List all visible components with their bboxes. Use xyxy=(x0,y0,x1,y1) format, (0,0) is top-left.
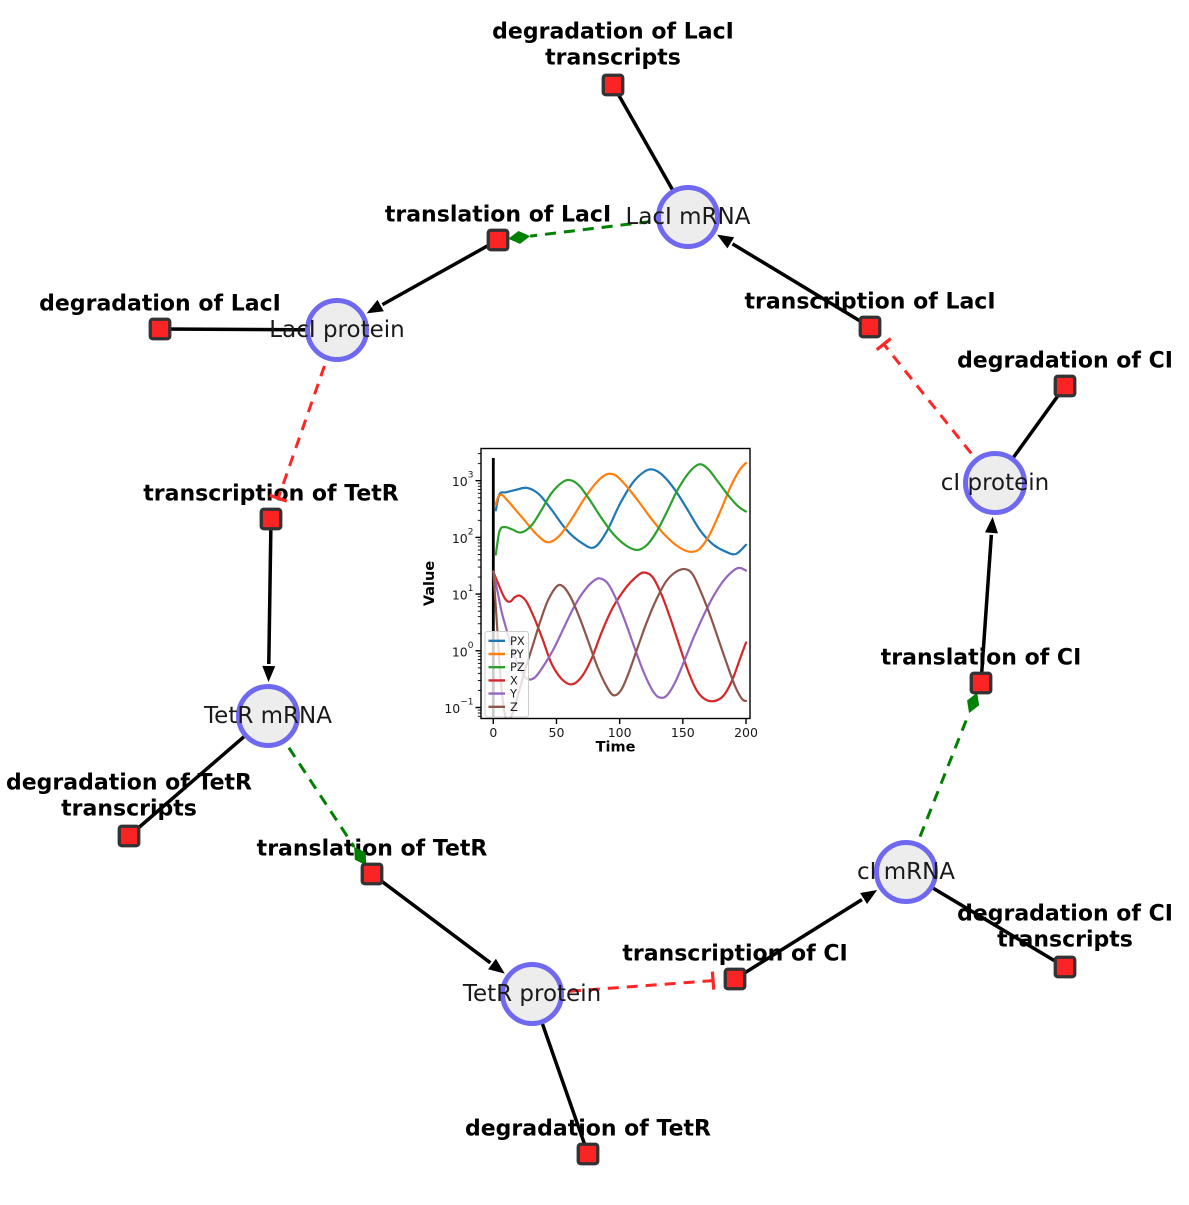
reaction-label-transcription_laci: transcription of LacI xyxy=(744,290,995,315)
chart-xlabel: Time xyxy=(596,740,636,756)
chart-curve-PX xyxy=(494,468,748,556)
chart-curve-X xyxy=(492,570,748,703)
edge-translation_laci-laci_protein-arrowhead xyxy=(366,299,384,314)
reaction-label-transcription_tetr: transcription of TetR xyxy=(143,482,399,507)
reaction-node-deg_tetr xyxy=(576,1142,600,1166)
chart-y-ticklabel: 101 xyxy=(452,584,474,602)
chart-ylabel: Value xyxy=(422,561,438,607)
edge-transcription_ci-ci_mrna-arrowhead xyxy=(860,890,878,905)
legend-label-PZ: PZ xyxy=(510,660,525,674)
edge-ci_mrna-translation_ci-diamond xyxy=(967,692,980,714)
reaction-label-transcription_ci: transcription of CI xyxy=(622,942,847,967)
species-node-ci_mrna xyxy=(874,840,938,904)
chart-x-ticklabel: 200 xyxy=(734,725,758,740)
chart-x-ticklabel: 50 xyxy=(549,725,565,740)
edge-transcription_laci-laci_mrna xyxy=(731,242,871,329)
chart-y-ticklabel: 10−1 xyxy=(444,698,473,716)
edge-laci_mrna-translation_laci-diamond xyxy=(508,230,531,244)
reaction-node-deg_tetr_tx xyxy=(117,824,141,848)
species-label-ci_mrna: cI mRNA xyxy=(857,859,955,885)
reaction-node-deg_ci xyxy=(1053,374,1077,398)
edge-transcription_ci-ci_mrna xyxy=(734,898,863,981)
legend-label-PX: PX xyxy=(510,634,525,648)
chart-axes-box xyxy=(480,447,751,720)
reaction-node-deg_laci_tx xyxy=(601,73,625,97)
legend-label-Z: Z xyxy=(510,700,518,714)
reaction-label-deg_tetr: degradation of TetR xyxy=(465,1117,711,1142)
chart-curve-Z xyxy=(492,567,748,719)
chart-y-ticklabel: 100 xyxy=(452,641,474,659)
edge-tetr_protein-transcription_ci-tee xyxy=(710,971,716,990)
edge-ci_protein-transcription_laci-tee xyxy=(875,337,892,352)
edge-translation_tetr-tetr_protein-arrowhead xyxy=(488,958,505,974)
reaction-label-translation_tetr: translation of TetR xyxy=(257,837,488,862)
reaction-label-translation_laci: translation of LacI xyxy=(385,203,611,228)
reaction-node-translation_laci xyxy=(486,228,510,252)
reaction-node-translation_tetr xyxy=(360,862,384,886)
edge-laci_protein-transcription_tetr-tee xyxy=(269,493,288,503)
edge-transcription_tetr-tetr_mrna xyxy=(267,518,273,665)
species-label-ci_protein: cI protein xyxy=(941,470,1050,496)
reaction-label-deg_ci: degradation of CI xyxy=(957,349,1173,374)
chart-x-ticklabel: 100 xyxy=(608,725,632,740)
chart-series xyxy=(492,461,748,719)
reaction-label-deg_laci: degradation of LacI xyxy=(39,292,281,317)
legend-label-Y: Y xyxy=(509,687,518,701)
reaction-node-deg_ci_tx xyxy=(1053,955,1077,979)
chart-curve-PZ xyxy=(494,463,748,556)
edge-translation_tetr-tetr_protein xyxy=(370,872,492,965)
chart-y-ticklabel: 102 xyxy=(452,527,474,545)
edge-translation_ci-ci_protein-arrowhead xyxy=(985,516,998,534)
nodes-layer xyxy=(117,73,1077,1166)
reaction-node-translation_ci xyxy=(969,671,993,695)
reaction-node-transcription_tetr xyxy=(259,507,283,531)
reaction-node-transcription_laci xyxy=(858,315,882,339)
reaction-node-transcription_ci xyxy=(723,967,747,991)
species-node-laci_mrna xyxy=(656,185,720,249)
edge-translation_ci-ci_protein xyxy=(979,534,994,684)
reaction-node-deg_laci xyxy=(148,317,172,341)
species-label-laci_protein: LacI protein xyxy=(269,317,404,343)
chart-x-ticklabel: 0 xyxy=(489,725,497,740)
species-label-tetr_mrna: TetR mRNA xyxy=(203,703,332,729)
species-node-tetr_protein xyxy=(500,962,564,1026)
species-label-laci_mrna: LacI mRNA xyxy=(626,204,751,230)
species-node-laci_protein xyxy=(305,298,369,362)
species-node-tetr_mrna xyxy=(236,684,300,748)
edge-transcription_laci-laci_mrna-arrowhead xyxy=(717,234,735,249)
edge-transcription_tetr-tetr_mrna-arrowhead xyxy=(262,665,276,683)
legend-label-X: X xyxy=(510,673,518,687)
edge-translation_laci-laci_protein xyxy=(381,238,499,307)
chart-x-ticklabel: 150 xyxy=(671,725,695,740)
chart-y-ticklabel: 103 xyxy=(452,471,474,489)
edge-tetr_mrna-translation_tetr-diamond xyxy=(354,846,367,866)
legend-label-PY: PY xyxy=(510,647,525,661)
chart-curve-PY xyxy=(494,461,748,554)
species-node-ci_protein xyxy=(963,451,1027,515)
chart-curve-Y xyxy=(492,566,748,699)
species-label-tetr_protein: TetR protein xyxy=(462,981,601,1007)
